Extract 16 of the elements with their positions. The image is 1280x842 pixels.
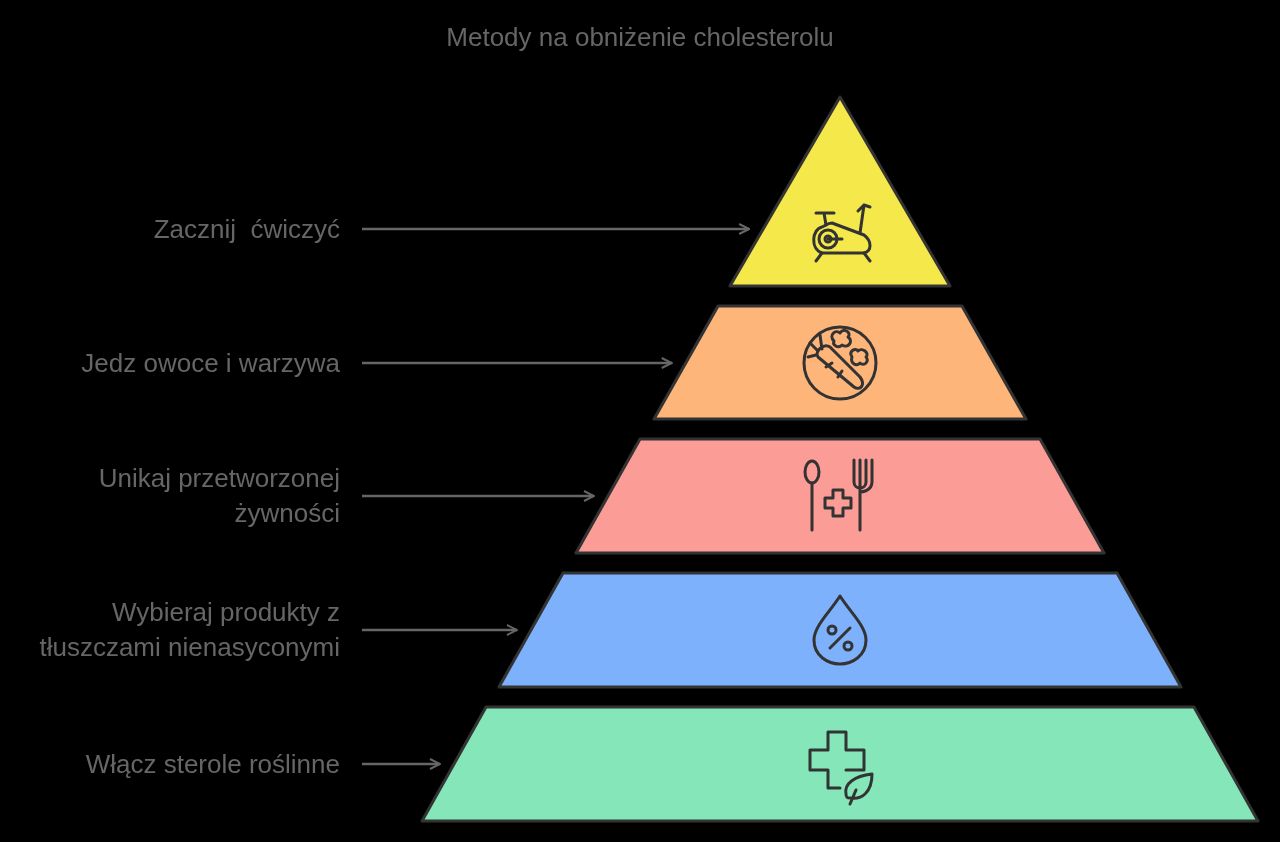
arrow bbox=[362, 758, 441, 770]
pyramid-top bbox=[728, 95, 952, 288]
arrow bbox=[362, 490, 595, 502]
step-label: Zacznij ćwiczyć bbox=[10, 211, 340, 247]
pyramid-layer bbox=[574, 437, 1106, 555]
step-label: Jedz owoce i warzywa bbox=[10, 345, 340, 381]
diagram-title: Metody na obniżenie cholesterolu bbox=[445, 22, 835, 53]
arrow bbox=[362, 357, 673, 369]
pyramid-layer bbox=[420, 705, 1260, 823]
step-label: Unikaj przetworzonej żywności bbox=[10, 461, 340, 531]
step-label: Wybieraj produkty z tłuszczami nienasyconymi bbox=[10, 595, 340, 665]
arrow bbox=[362, 624, 518, 636]
arrow bbox=[362, 223, 751, 235]
pyramid-layer bbox=[652, 304, 1028, 421]
pyramid-layer bbox=[497, 571, 1183, 689]
step-label: Włącz sterole roślinne bbox=[10, 746, 340, 782]
